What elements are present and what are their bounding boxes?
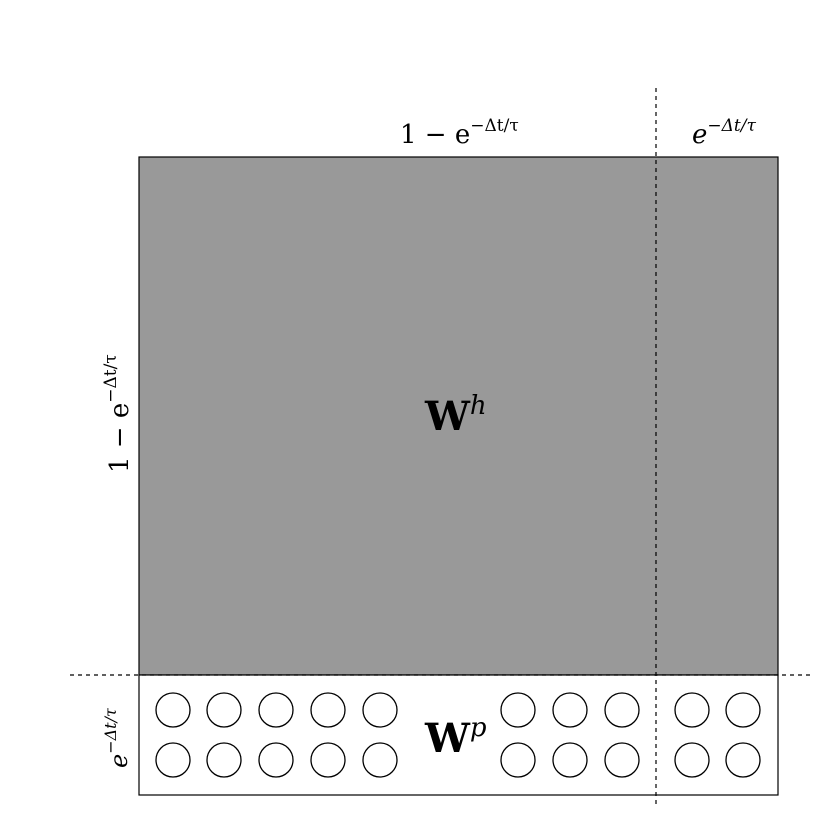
neuron-circle [206, 742, 242, 778]
neuron-circles [155, 692, 761, 778]
neuron-circle [604, 692, 640, 728]
hidden-weight-block [138, 156, 779, 676]
neuron-circle [500, 692, 536, 728]
prior-weight-block [138, 674, 779, 796]
top-right-label: e−Δt/τ [692, 116, 756, 150]
neuron-circle [155, 742, 191, 778]
neuron-circle [552, 692, 588, 728]
neuron-circle [258, 742, 294, 778]
neuron-circle [604, 742, 640, 778]
neuron-circle [725, 742, 761, 778]
neuron-circle [674, 742, 710, 778]
neuron-circle [310, 742, 346, 778]
top-left-label: 1 − e−Δt/τ [400, 116, 519, 150]
prior-matrix-label: Wp [424, 713, 487, 762]
left-top-label: 1 − e−Δt/τ [101, 354, 135, 473]
hidden-matrix-label: Wh [424, 391, 487, 440]
neuron-circle [552, 742, 588, 778]
neuron-circle [362, 742, 398, 778]
neuron-circle [500, 742, 536, 778]
neuron-circle [258, 692, 294, 728]
neuron-circle [206, 692, 242, 728]
neuron-circle [155, 692, 191, 728]
neuron-circle [310, 692, 346, 728]
neuron-circle [674, 692, 710, 728]
neuron-circle [725, 692, 761, 728]
neuron-circle [362, 692, 398, 728]
left-bottom-label: e−Δt/τ [101, 707, 133, 768]
